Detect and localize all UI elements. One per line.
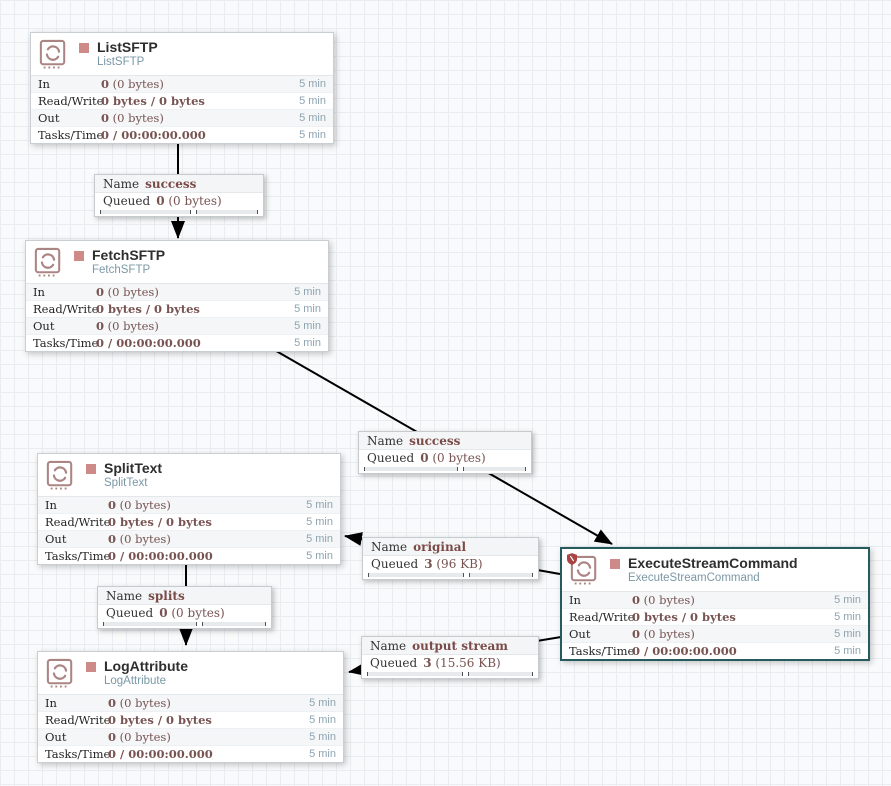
queue-percent-bars [363,572,538,579]
stat-row-taskstime: Tasks/Time 0 / 00:00:00.000 5 min [31,126,333,143]
stat-row-taskstime: Tasks/Time 0 / 00:00:00.000 5 min [38,547,340,564]
processor-stats: In 0 (0 bytes) 5 min Read/Write 0 bytes … [38,694,343,762]
processor-type: ListSFTP [97,56,145,68]
restricted-shield-icon [567,552,577,565]
queued-size: (96 KB) [436,557,483,571]
stat-row-in: In 0 (0 bytes) 5 min [38,695,343,711]
stat-row-in: In 0 (0 bytes) 5 min [31,76,333,92]
queued-size: (0 bytes) [432,451,486,465]
processor-name: FetchSFTP [92,247,166,263]
processor-name: LogAttribute [104,658,188,674]
processor-name: ListSFTP [97,39,158,55]
stat-row-out: Out 0 (0 bytes) 5 min [38,530,340,547]
processor-type: FetchSFTP [92,264,151,276]
stat-row-in: In 0 (0 bytes) 5 min [38,497,340,513]
connection-name: original [413,540,467,554]
processor-name: SplitText [104,460,163,476]
stat-row-taskstime: Tasks/Time 0 / 00:00:00.000 5 min [562,642,868,659]
queued-count: 3 [424,557,433,571]
queued-size: (0 bytes) [171,606,225,620]
stat-row-readwrite: Read/Write 0 bytes / 0 bytes 5 min [31,92,333,109]
stat-row-readwrite: Read/Write 0 bytes / 0 bytes 5 min [38,513,340,530]
queue-percent-bars [359,466,531,473]
queue-percent-bars [95,209,263,216]
processor-header: FetchSFTP FetchSFTP [26,241,328,283]
processor-name: ExecuteStreamCommand [628,555,798,571]
processor-header: LogAttribute LogAttribute [38,652,343,694]
connection-name: success [145,177,197,191]
stopped-state-icon [74,251,84,261]
processor-stats: In 0 (0 bytes) 5 min Read/Write 0 bytes … [31,75,333,143]
stat-row-readwrite: Read/Write 0 bytes / 0 bytes 5 min [562,608,868,625]
queued-count: 0 [159,606,168,620]
processor-header: SplitText SplitText [38,454,340,496]
stat-row-out: Out 0 (0 bytes) 5 min [26,317,328,334]
stopped-state-icon [86,662,96,672]
stat-row-out: Out 0 (0 bytes) 5 min [562,625,868,642]
stat-row-readwrite: Read/Write 0 bytes / 0 bytes 5 min [38,711,343,728]
queue-percent-bars [98,621,271,628]
connection-name: success [409,434,461,448]
processor-icon [46,460,74,490]
stat-row-readwrite: Read/Write 0 bytes / 0 bytes 5 min [26,300,328,317]
stat-row-in: In 0 (0 bytes) 5 min [26,284,328,300]
processor-icon [39,39,67,69]
processor-icon [567,552,598,585]
processor-type: ExecuteStreamCommand [628,572,760,584]
connection-name: output stream [412,639,508,653]
stat-row-in: In 0 (0 bytes) 5 min [562,592,868,608]
processor-listsftp[interactable]: ListSFTP ListSFTP In 0 (0 bytes) 5 min R… [30,32,334,144]
queued-size: (15.56 KB) [435,656,501,670]
stopped-state-icon [79,43,89,53]
queued-size: (0 bytes) [168,194,222,208]
connection-name: splits [148,589,185,603]
processor-header: ExecuteStreamCommand ExecuteStreamComman… [562,549,868,591]
processor-executestreamcommand[interactable]: ExecuteStreamCommand ExecuteStreamComman… [560,547,870,661]
processor-icon [46,658,74,688]
processor-splittext[interactable]: SplitText SplitText In 0 (0 bytes) 5 min… [37,453,341,565]
processor-stats: In 0 (0 bytes) 5 min Read/Write 0 bytes … [26,283,328,351]
queue-percent-bars [362,671,538,678]
processor-logattribute[interactable]: LogAttribute LogAttribute In 0 (0 bytes)… [37,651,344,763]
queued-count: 0 [156,194,165,208]
stat-row-out: Out 0 (0 bytes) 5 min [38,728,343,745]
processor-type: LogAttribute [104,675,167,687]
processor-icon [34,247,62,277]
processor-header: ListSFTP ListSFTP [31,33,333,75]
queued-count: 3 [423,656,432,670]
stat-row-taskstime: Tasks/Time 0 / 00:00:00.000 5 min [26,334,328,351]
processor-fetchsftp[interactable]: FetchSFTP FetchSFTP In 0 (0 bytes) 5 min… [25,240,329,352]
stat-row-taskstime: Tasks/Time 0 / 00:00:00.000 5 min [38,745,343,762]
processor-stats: In 0 (0 bytes) 5 min Read/Write 0 bytes … [562,591,868,659]
stat-row-out: Out 0 (0 bytes) 5 min [31,109,333,126]
stopped-state-icon [610,559,620,569]
processor-type: SplitText [104,477,148,489]
stopped-state-icon [86,464,96,474]
queued-count: 0 [420,451,429,465]
processor-stats: In 0 (0 bytes) 5 min Read/Write 0 bytes … [38,496,340,564]
